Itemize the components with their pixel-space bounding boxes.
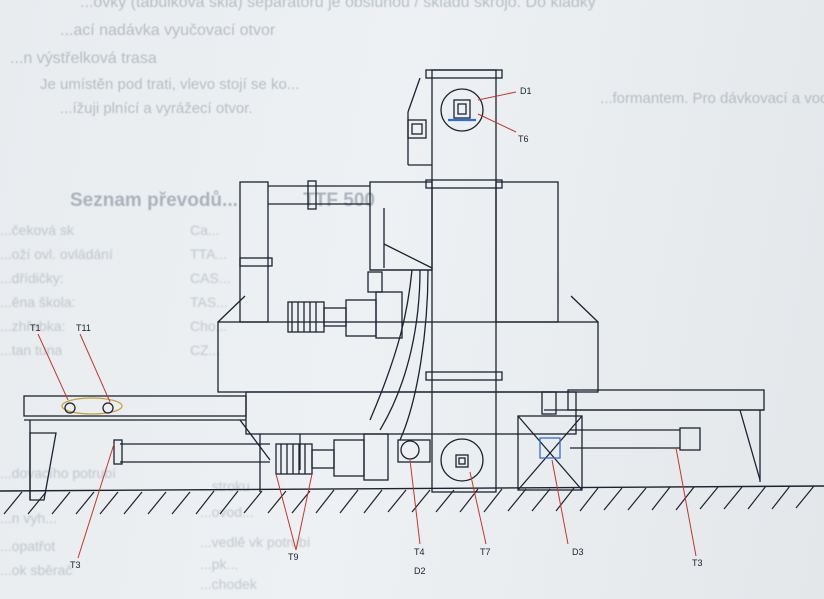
label-t6: T6 xyxy=(518,134,529,144)
table-cell: CZ... xyxy=(190,342,221,358)
output-hopper xyxy=(517,415,583,491)
section-heading-tail: TTF 500 xyxy=(303,190,375,211)
background-text-line: ...ížuji plnící a vyrážecí otvor. xyxy=(60,100,253,117)
table-cell: ...oží ovl. ovládání xyxy=(0,246,113,262)
label-t9: T9 xyxy=(288,552,299,562)
background-text-line: ...ací nadávka vyučovací otvor xyxy=(60,22,276,39)
right-conveyor xyxy=(541,389,765,482)
background-text-line: ...pk... xyxy=(200,556,239,572)
label-leaders xyxy=(37,91,697,559)
background-text-line: ...dovacího potrubí xyxy=(0,465,116,481)
section-heading: Seznam převodů... TTF 500 xyxy=(70,190,375,212)
label-t4: T4 xyxy=(414,547,425,557)
separator-chamber xyxy=(239,180,559,323)
label-t7: T7 xyxy=(480,547,491,557)
background-text-line: ...ok sběrač xyxy=(0,562,73,578)
background-text-line: ...vedlě vk potrubí xyxy=(200,534,311,550)
table-cell: ...zhřebka: xyxy=(0,318,66,334)
section-heading-text: Seznam převodů... xyxy=(70,190,238,211)
label-t11: T11 xyxy=(76,323,91,333)
background-text-line: ...ovod... xyxy=(200,504,254,520)
machine-base xyxy=(217,295,599,492)
background-text-line: ...formantem. Pro dávkovací a vodní se xyxy=(600,90,824,107)
background-text-line: ...n výstřelková trasa xyxy=(10,50,157,67)
left-conveyor xyxy=(23,395,271,501)
pipes xyxy=(369,269,429,441)
background-text-line: ...opatřot xyxy=(0,538,56,554)
table-cell: TTA... xyxy=(190,246,228,262)
lower-motor xyxy=(275,433,431,481)
background-text-line: ...n vyh... xyxy=(0,510,57,526)
label-d3: D3 xyxy=(572,547,584,557)
label-t1: T1 xyxy=(30,323,41,333)
label-t3-right: T3 xyxy=(692,558,703,568)
label-d1: D1 xyxy=(520,86,532,96)
background-text-line: ...chodek xyxy=(200,576,257,592)
table-cell: CAS... xyxy=(190,270,231,286)
left-detail xyxy=(61,397,123,415)
table-cell: ...dřídičky: xyxy=(0,270,64,286)
table-cell: ...čeková sk xyxy=(0,222,74,238)
background-text-line: Je umístěn pod trati, vlevo stojí se ko.… xyxy=(40,76,300,93)
bucket-elevator xyxy=(407,69,503,493)
table-cell: ...ěna škola: xyxy=(0,294,76,310)
label-t3-left: T3 xyxy=(70,560,81,570)
table-cell: Ca... xyxy=(190,222,220,238)
background-text-line: ...ovky (tabulková skla) separátoru je o… xyxy=(80,0,596,11)
upper-motor xyxy=(287,271,403,339)
table-cell: TAS... xyxy=(190,294,228,310)
label-d2: D2 xyxy=(414,566,426,576)
ground-hatch xyxy=(0,485,824,515)
